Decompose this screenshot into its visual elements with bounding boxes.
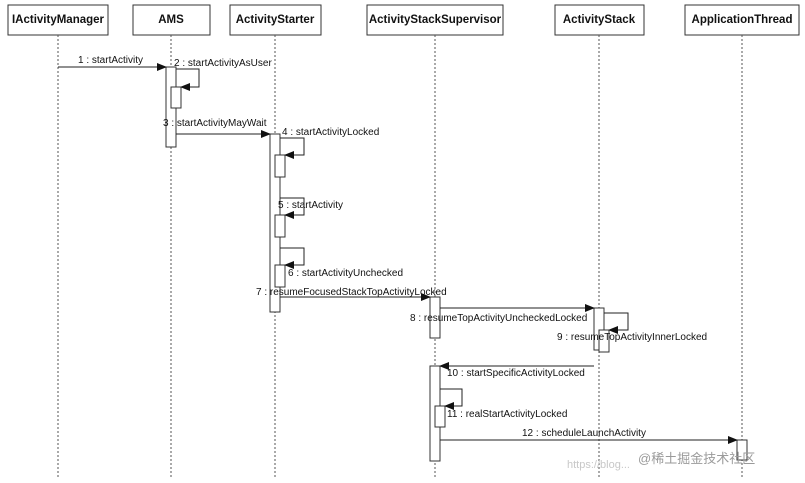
watermark-text: @稀土掘金技术社区 (638, 451, 755, 466)
message-label-7: 7 : resumeFocusedStackTopActivityLocked (256, 287, 447, 298)
lifeline-activitystarter: ActivityStarter (229, 4, 322, 478)
message-label-9: 9 : resumeTopActivityInnerLocked (557, 332, 707, 343)
message-2: 2 : startActivityAsUser (174, 58, 272, 91)
message-label-8: 8 : resumeTopActivityUncheckedLocked (410, 313, 587, 324)
message-label-1: 1 : startActivity (78, 55, 143, 66)
message-label-3: 3 : startActivityMayWait (163, 118, 267, 129)
lifeline-label-ams: AMS (158, 14, 184, 26)
lifeline-applicationthread: ApplicationThread (684, 4, 800, 478)
activation-activitystack-nested (598, 329, 610, 353)
message-label-6: 6 : startActivityUnchecked (288, 268, 403, 279)
activation-ams-nested (170, 86, 182, 109)
message-9: 9 : resumeTopActivityInnerLocked (557, 312, 707, 343)
lifeline-iactivitymanager: IActivityManager (7, 4, 109, 478)
message-10: 10 : startSpecificActivityLocked (439, 362, 594, 379)
lifeline-label-applicationthread: ApplicationThread (692, 14, 793, 26)
activation-activitystarter-nested-3 (274, 264, 286, 288)
watermark-url: https://blog... (567, 459, 630, 471)
lifeline-activitystack: ActivityStack (554, 4, 645, 478)
activation-activitystacksupervisor-1 (429, 296, 441, 339)
lifeline-label-activitystack: ActivityStack (563, 14, 636, 26)
message-8: 8 : resumeTopActivityUncheckedLocked (410, 304, 595, 324)
message-5: 5 : startActivity (278, 197, 343, 219)
message-label-12: 12 : scheduleLaunchActivity (522, 428, 646, 439)
message-label-2: 2 : startActivityAsUser (174, 58, 272, 69)
lifeline-label-activitystacksupervisor: ActivityStackSupervisor (369, 14, 502, 26)
message-label-10: 10 : startSpecificActivityLocked (447, 368, 585, 379)
activation-activitystarter-nested-1 (274, 154, 286, 178)
lifeline-label-activitystarter: ActivityStarter (236, 14, 315, 26)
message-label-5: 5 : startActivity (278, 200, 343, 211)
message-12: 12 : scheduleLaunchActivity (440, 428, 738, 444)
message-4: 4 : startActivityLocked (280, 127, 379, 159)
watermark: https://blog... @稀土掘金技术社区 (567, 451, 755, 471)
activation-activitystacksupervisor-nested (434, 405, 446, 428)
message-1: 1 : startActivity (58, 55, 167, 71)
activation-applicationthread (736, 439, 748, 461)
message-3: 3 : startActivityMayWait (163, 118, 271, 138)
message-11: 11 : realStartActivityLocked (440, 388, 567, 420)
message-label-4: 4 : startActivityLocked (282, 127, 379, 138)
lifeline-label-iactivitymanager: IActivityManager (12, 14, 105, 26)
message-label-11: 11 : realStartActivityLocked (447, 409, 567, 420)
message-7: 7 : resumeFocusedStackTopActivityLocked (256, 287, 447, 301)
message-6: 6 : startActivityUnchecked (280, 247, 403, 279)
activation-activitystarter-nested-2 (274, 214, 286, 238)
